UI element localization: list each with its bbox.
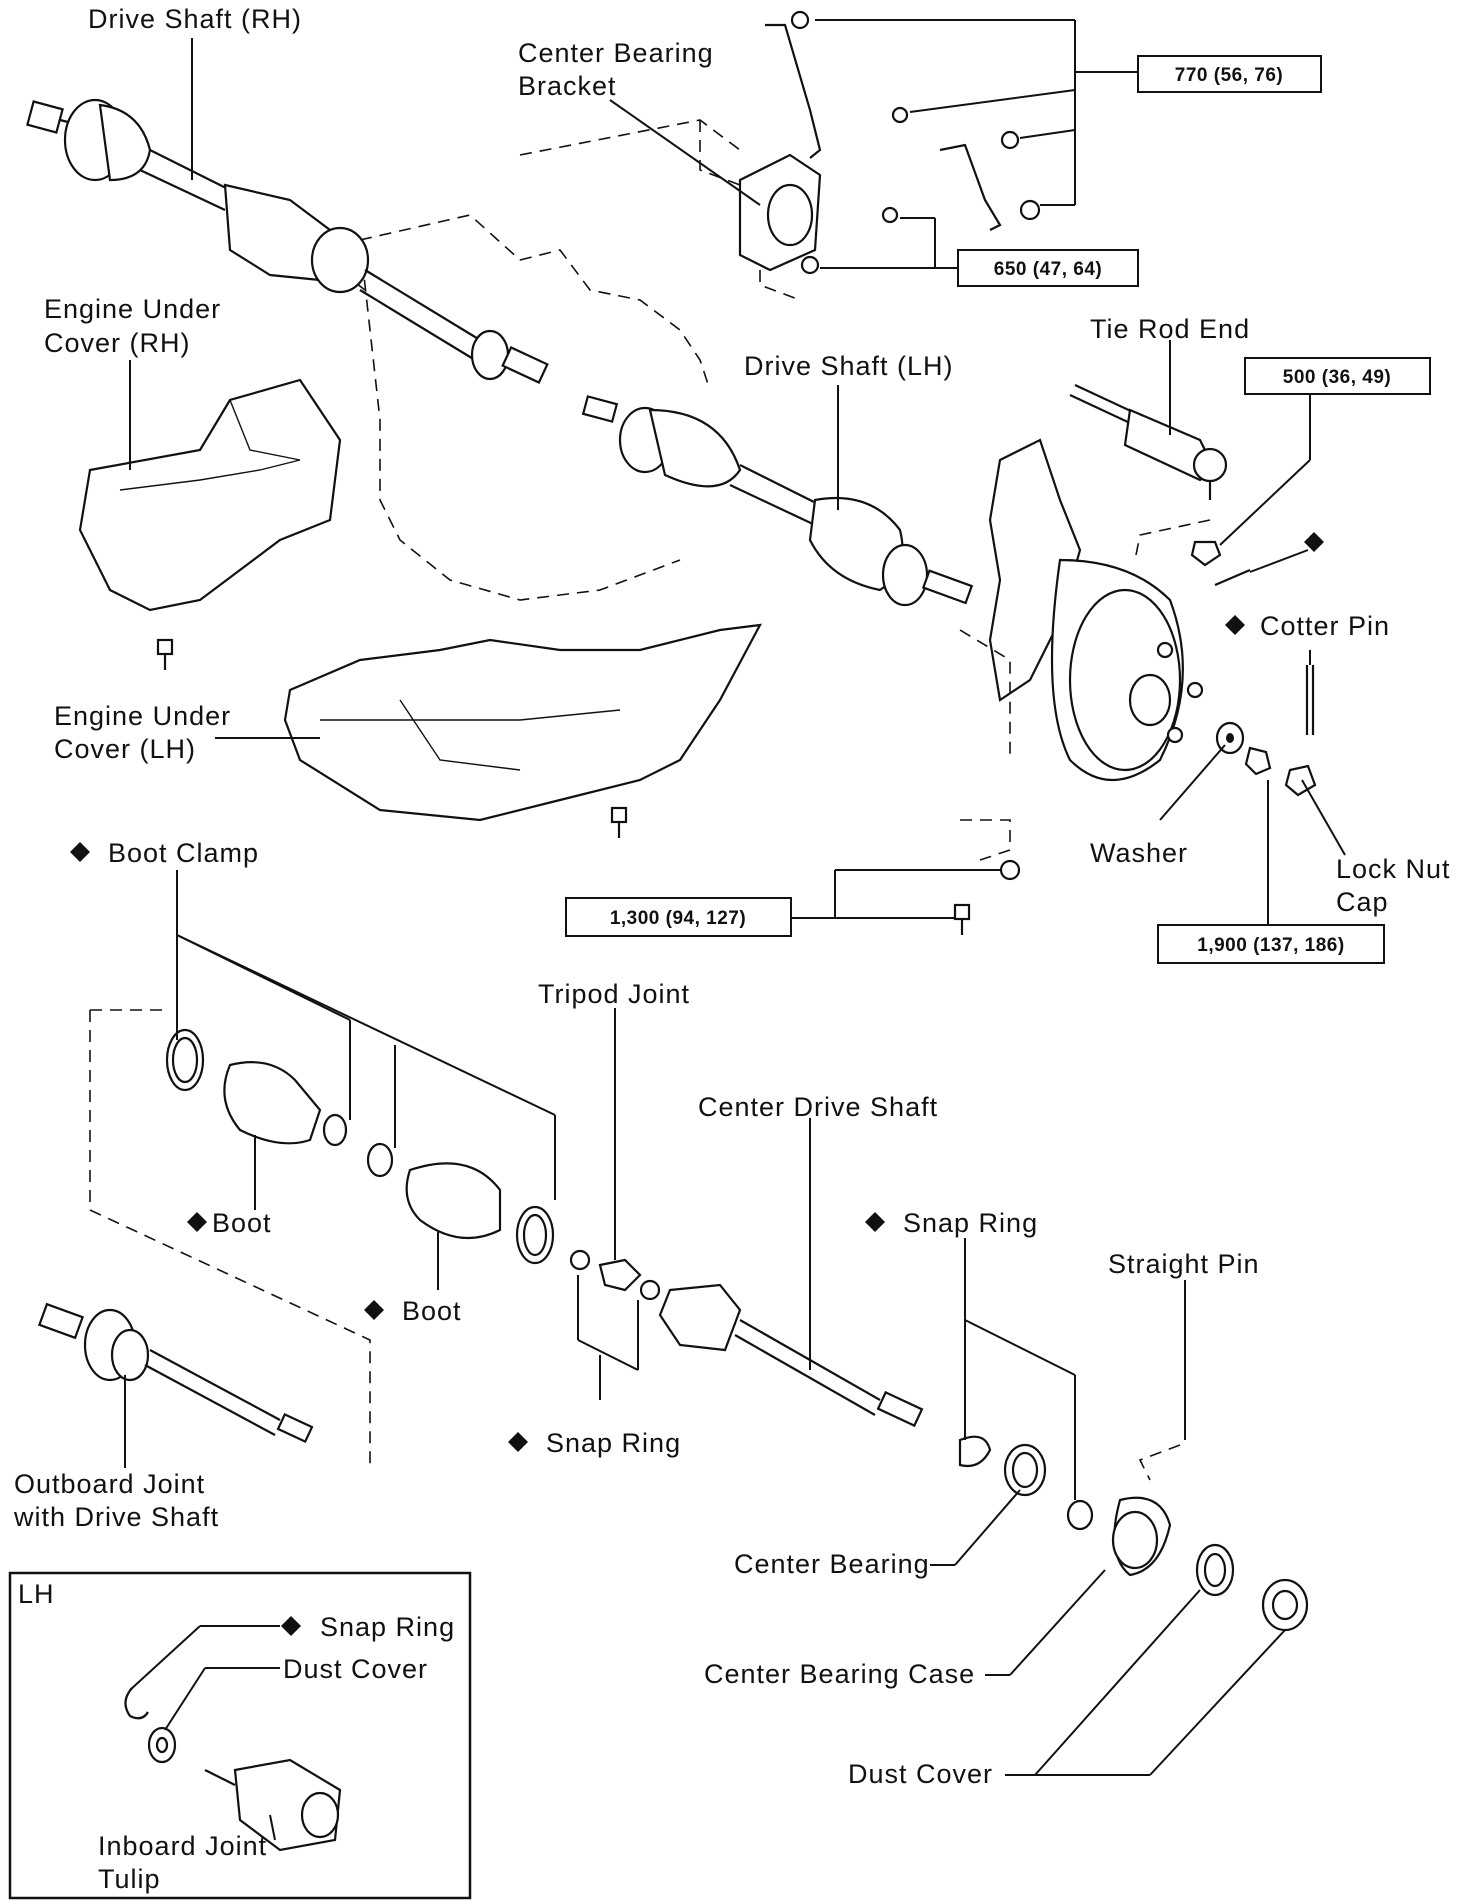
torque-box-1900: 1,900 (137, 186): [1157, 924, 1385, 964]
lh-inset: [8, 1571, 472, 1900]
label-center-bearing-bracket-line2: Bracket: [518, 71, 617, 101]
label-straight-pin: Straight Pin: [1108, 1249, 1260, 1279]
label-drive-shaft-rh: Drive Shaft (RH): [88, 4, 302, 34]
inset-label-dust-cover: Dust Cover: [283, 1654, 428, 1684]
inset-label-inboard-joint: Inboard Joint: [98, 1831, 267, 1861]
diamond-icon: [508, 1432, 528, 1452]
engine-under-cover-lh: [283, 623, 762, 838]
diamond-icon: [1225, 615, 1245, 635]
torque-box-1300: 1,300 (94, 127): [565, 897, 792, 937]
label-center-bearing: Center Bearing: [734, 1549, 930, 1579]
torque-box-770: 770 (56, 76): [1137, 55, 1322, 93]
torque-1900-text: 1,900 (137, 186): [1197, 935, 1344, 956]
label-tripod-joint: Tripod Joint: [538, 979, 690, 1009]
label-lock-nut-cap-line2: Cap: [1336, 887, 1389, 917]
center-bearing-bracket: [519, 10, 1041, 301]
outboard-joint-shaft: [37, 1302, 314, 1444]
label-drive-shaft-lh: Drive Shaft (LH): [744, 351, 954, 381]
label-engine-under-cover-rh-line2: Cover (RH): [44, 328, 191, 358]
inset-label-inboard-joint-line2: Tulip: [98, 1864, 161, 1894]
tie-rod-end: [1069, 384, 1251, 587]
diamond-icon: [364, 1300, 384, 1320]
engine-under-cover-rh: [78, 378, 342, 670]
drive-shaft-lh: [581, 395, 974, 607]
diamond-icon: [281, 1616, 301, 1636]
label-outboard-joint: Outboard Joint: [14, 1469, 205, 1499]
label-engine-under-cover-lh-line2: Cover (LH): [54, 734, 196, 764]
steering-knuckle: [953, 438, 1204, 935]
label-engine-under-cover-rh: Engine Under: [44, 294, 221, 324]
label-center-bearing-case: Center Bearing Case: [704, 1659, 975, 1689]
torque-box-500: 500 (36, 49): [1244, 357, 1431, 395]
label-snap-ring-tripod: Snap Ring: [546, 1428, 681, 1458]
torque-650-text: 650 (47, 64): [994, 259, 1102, 280]
label-boot-outer: Boot: [212, 1208, 272, 1238]
label-center-bearing-bracket: Center Bearing: [518, 38, 714, 68]
exploded-drive-shaft: [89, 1009, 1309, 1632]
hub-hardware: [1215, 665, 1317, 797]
diamond-icon: [1304, 532, 1324, 552]
inset-title: LH: [18, 1579, 55, 1609]
diamond-icon: [70, 842, 90, 862]
label-tie-rod-end: Tie Rod End: [1090, 314, 1250, 344]
label-dust-cover: Dust Cover: [848, 1759, 993, 1789]
torque-1300-text: 1,300 (94, 127): [610, 908, 746, 929]
label-center-drive-shaft: Center Drive Shaft: [698, 1092, 938, 1122]
inset-frame: [8, 1571, 472, 1900]
leader-lines: [124, 19, 1346, 1841]
label-lock-nut-cap: Lock Nut: [1336, 854, 1451, 884]
label-boot-inner: Boot: [402, 1296, 462, 1326]
torque-500-text: 500 (36, 49): [1283, 367, 1391, 388]
label-boot-clamp: Boot Clamp: [108, 838, 259, 868]
torque-770-text: 770 (56, 76): [1175, 65, 1283, 86]
torque-box-650: 650 (47, 64): [957, 249, 1139, 287]
label-snap-ring-center: Snap Ring: [903, 1208, 1038, 1238]
label-washer: Washer: [1090, 838, 1188, 868]
diamond-icon: [187, 1212, 207, 1232]
label-engine-under-cover-lh: Engine Under: [54, 701, 231, 731]
diamond-icons: [70, 532, 1324, 1636]
callout-labels: Drive Shaft (RH) Center Bearing Bracket …: [13, 4, 1451, 1894]
label-outboard-joint-line2: with Drive Shaft: [13, 1502, 219, 1532]
inset-label-snap-ring: Snap Ring: [320, 1612, 455, 1642]
label-cotter-pin: Cotter Pin: [1260, 611, 1390, 641]
diamond-icon: [865, 1212, 885, 1232]
drive-shaft-rh: [26, 98, 549, 384]
